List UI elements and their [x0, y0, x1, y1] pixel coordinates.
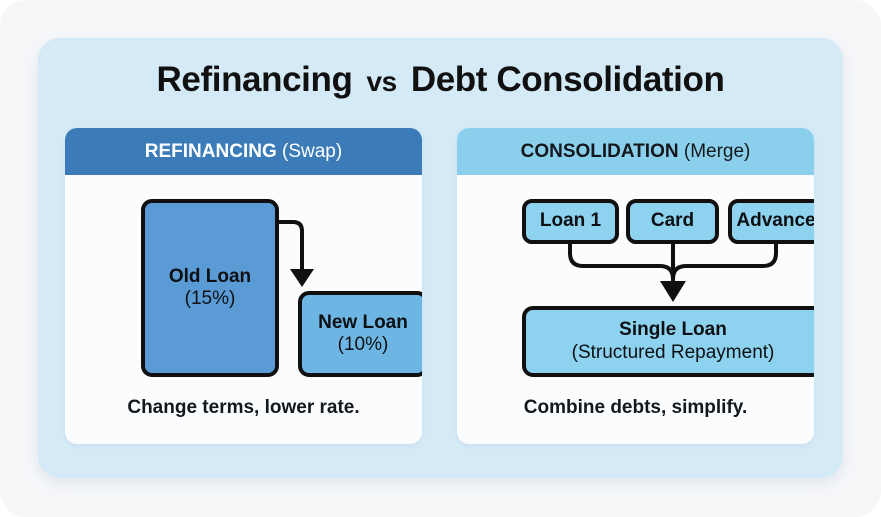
panel-refinancing: REFINANCING (Swap) Old Loan (15%) New Lo… [65, 128, 422, 444]
caption-refinancing: Change terms, lower rate. [127, 397, 360, 418]
node-new-loan-title: New Loan [318, 311, 408, 333]
title-left-term: Refinancing [156, 60, 353, 99]
title-right-term: Debt Consolidation [410, 60, 725, 99]
panel-header-consolidation: CONSOLIDATION (Merge) [457, 128, 814, 175]
node-new-loan-sub: (10%) [337, 334, 389, 355]
node-single-loan-sub: (Structured Repayment) [571, 341, 775, 363]
panel-body-refinancing: Old Loan (15%) New Loan (10%) Change ter… [65, 175, 422, 444]
page-title: Refinancing vs Debt Consolidation [38, 60, 843, 100]
title-vs: vs [366, 66, 397, 97]
node-card-title: Card [650, 210, 695, 232]
node-old-loan-title: Old Loan [168, 265, 252, 287]
node-card[interactable]: Card [626, 199, 719, 244]
node-advance[interactable]: Advance [728, 199, 814, 244]
panel-header-light: (Swap) [282, 141, 343, 162]
node-loan-1[interactable]: Loan 1 [522, 199, 619, 244]
panel-header-strong: CONSOLIDATION [520, 141, 679, 162]
node-old-loan[interactable]: Old Loan (15%) [141, 199, 279, 377]
node-advance-title: Advance [736, 210, 814, 232]
node-old-loan-sub: (15%) [184, 288, 236, 309]
panel-header-light: (Merge) [683, 141, 751, 162]
node-new-loan[interactable]: New Loan (10%) [298, 291, 422, 377]
infographic-card: Refinancing vs Debt Consolidation REFINANC… [38, 38, 843, 478]
caption-consolidation: Combine debts, simplify. [523, 397, 748, 418]
panel-header-strong: REFINANCING [144, 141, 277, 162]
panel-body-consolidation: Loan 1 Card Advance Single Loan (Structu… [457, 175, 814, 444]
node-loan-1-title: Loan 1 [539, 210, 602, 232]
node-single-loan[interactable]: Single Loan (Structured Repayment) [522, 306, 814, 377]
panel-consolidation: CONSOLIDATION (Merge) Loan 1 [457, 128, 814, 444]
panel-header-refinancing: REFINANCING (Swap) [65, 128, 422, 175]
node-single-loan-title: Single Loan [619, 319, 727, 341]
sparkle-icon [831, 464, 843, 478]
